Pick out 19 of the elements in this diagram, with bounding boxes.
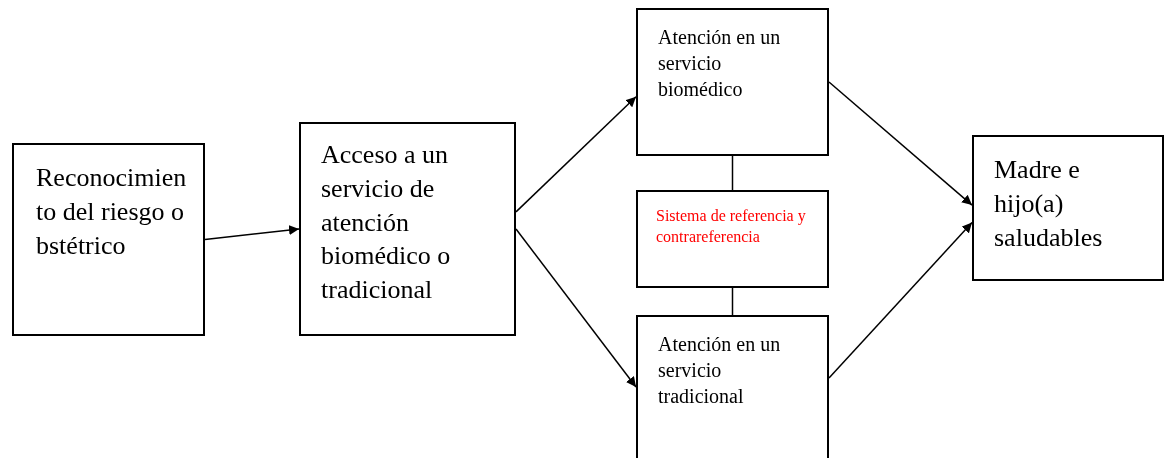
process-box xyxy=(636,315,829,458)
arrow xyxy=(204,225,300,241)
box-label: Atención en un servicio tradicional xyxy=(658,332,782,409)
box-label: Reconocimiento del riesgo obstétrico xyxy=(36,162,188,262)
box-label: Atención en un servicio biomédico xyxy=(658,25,782,102)
process-box xyxy=(299,122,516,336)
box-label: Sistema de referencia y contrareferencia xyxy=(656,206,807,247)
process-box xyxy=(972,135,1164,281)
box-label: Madre e hijo(a) saludables xyxy=(994,154,1104,254)
arrow xyxy=(828,81,973,206)
connector-line xyxy=(731,155,734,191)
connector-line xyxy=(731,287,734,316)
process-box xyxy=(12,143,205,336)
process-box xyxy=(636,190,829,288)
arrow xyxy=(828,221,973,379)
arrow xyxy=(515,96,637,213)
arrow xyxy=(515,228,637,388)
process-box xyxy=(636,8,829,156)
box-label: Acceso a un servicio de atención biomédico o tradicional xyxy=(321,139,452,307)
